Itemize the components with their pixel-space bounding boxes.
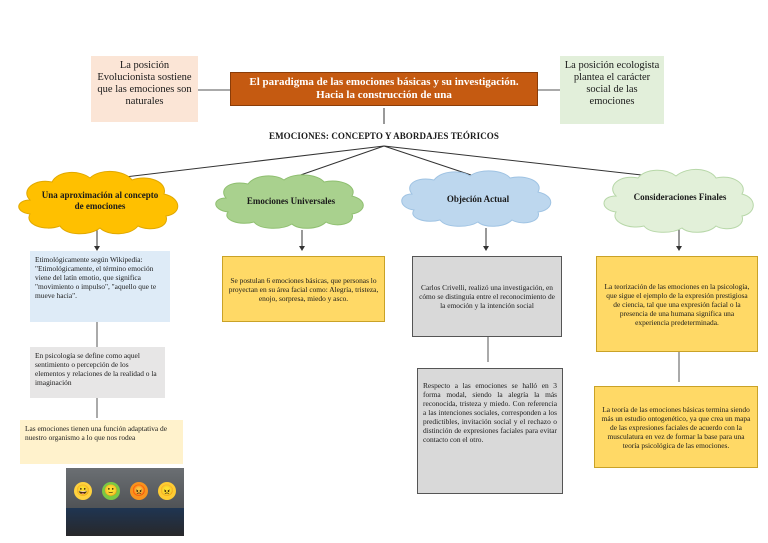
theorization-box: La teorización de las emociones en la ps… [596, 256, 758, 352]
cloud-concept-emotions: Una aproximación al concepto de emocione… [41, 190, 159, 211]
angry-face-icon: 😡 [130, 482, 148, 500]
psychology-definition-box: En psicología se define como aquel senti… [30, 347, 165, 398]
cloud-shape-3 [401, 170, 552, 227]
cloud-final-considerations: Consideraciones Finales [633, 191, 727, 202]
cloud-shape-2 [215, 174, 364, 229]
cloud-shape-1 [18, 171, 179, 235]
evolutionist-note: La posición Evolucionista sostiene que l… [91, 56, 198, 122]
ontogenetic-study-box: La teoría de las emociones básicas termi… [594, 386, 758, 468]
smiling-face-icon: 🙂 [102, 482, 120, 500]
happy-face-icon: 😀 [74, 482, 92, 500]
ecologist-note: La posición ecologista plantea el caráct… [560, 56, 664, 124]
annoyed-face-icon: 😠 [158, 482, 176, 500]
adaptive-function-box: Las emociones tienen una función adaptat… [20, 420, 183, 464]
cloud-shape-4 [603, 169, 754, 233]
main-title: El paradigma de las emociones básicas y … [230, 72, 538, 106]
section-title: EMOCIONES: CONCEPTO Y ABORDAJES TEÓRICOS [268, 131, 500, 141]
emotion-faces-photo: 😀 🙂 😡 😠 [66, 468, 184, 536]
six-basic-emotions-box: Se postulan 6 emociones básicas, que per… [222, 256, 385, 322]
crivelli-research-box: Carlos Crivelli, realizó una investigaci… [412, 256, 562, 337]
etymology-box: Etimológicamente según Wikipedia: "Etimo… [30, 251, 170, 322]
cloud-universal-emotions: Emociones Universales [246, 195, 336, 206]
findings-box: Respecto a las emociones se halló en 3 f… [417, 368, 563, 494]
cloud-current-objection: Objeción Actual [446, 193, 510, 204]
